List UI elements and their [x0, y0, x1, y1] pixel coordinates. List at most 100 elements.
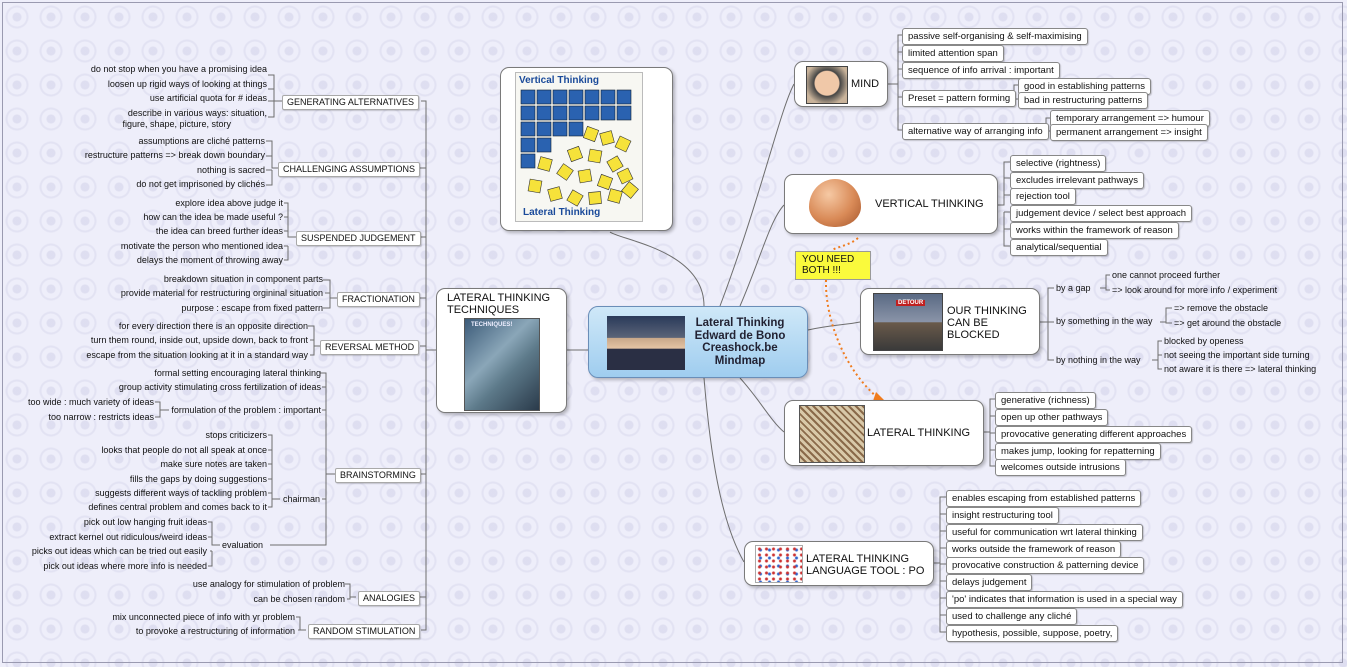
blocked-nothing-leaf-2[interactable]: not seeing the important side turning: [1164, 350, 1310, 360]
leaf-rs-1[interactable]: mix unconnected piece of info with yr pr…: [112, 612, 295, 622]
po-leaf-5[interactable]: provocative construction & patterning de…: [946, 557, 1145, 574]
leaf-ca-4[interactable]: do not get imprisoned by clichés: [136, 179, 265, 189]
leaf-bs-2[interactable]: group activity stimulating cross fertili…: [118, 382, 321, 392]
leaf-an-2[interactable]: can be chosen random: [253, 594, 345, 604]
blocked-gap-leaf-2[interactable]: => look around for more info / experimen…: [1112, 285, 1278, 295]
branch-brainstorming[interactable]: BRAINSTORMING: [335, 468, 421, 483]
blocked-gap-leaf-1[interactable]: one cannot proceed further: [1112, 270, 1221, 280]
mind-leaf-6[interactable]: bad in restructuring patterns: [1018, 92, 1149, 109]
vertical-lateral-image-node[interactable]: Vertical Thinking Lateral Thinking: [500, 67, 673, 231]
leaf-ch-1[interactable]: stops criticizers: [205, 430, 267, 440]
po-leaf-3[interactable]: useful for communication wrt lateral thi…: [946, 524, 1143, 541]
leaf-bs-4[interactable]: too wide : much variety of ideas: [27, 397, 154, 407]
sub-evaluation[interactable]: evaluation: [222, 540, 264, 550]
vertical-leaf-4[interactable]: judgement device / select best approach: [1010, 205, 1193, 222]
leaf-ch-3[interactable]: make sure notes are taken: [160, 459, 267, 469]
po-leaf-8[interactable]: used to challenge any cliché: [946, 608, 1078, 625]
branch-suspended-judgement[interactable]: SUSPENDED JUDGEMENT: [296, 231, 421, 246]
branch-reversal-method[interactable]: REVERSAL METHOD: [320, 340, 420, 355]
vertical-leaf-1[interactable]: selective (rightness): [1010, 155, 1107, 172]
you-need-both-callout[interactable]: YOU NEED BOTH !!!: [795, 251, 871, 280]
leaf-sj-5[interactable]: delays the moment of throwing away: [136, 255, 283, 265]
techniques-title-line-2: TECHNIQUES: [447, 304, 520, 316]
blocked-nothing-leaf-3[interactable]: not aware it is there => lateral thinkin…: [1164, 364, 1317, 374]
lateral-leaf-5[interactable]: welcomes outside intrusions: [995, 459, 1126, 476]
po-leaf-7[interactable]: 'po' indicates that information is used …: [946, 591, 1183, 608]
mind-node[interactable]: MIND: [794, 61, 888, 107]
mind-leaf-4[interactable]: Preset = pattern forming: [902, 90, 1017, 107]
detour-sign-label: DETOUR: [896, 300, 926, 306]
leaf-ch-6[interactable]: defines central problem and comes back t…: [88, 502, 267, 512]
leaf-rm-2[interactable]: turn them round, inside out, upside down…: [90, 335, 308, 345]
po-leaf-9[interactable]: hypothesis, possible, suppose, poetry,: [946, 625, 1119, 642]
blocked-by-nothing[interactable]: by nothing in the way: [1056, 355, 1141, 365]
leaf-ev-2[interactable]: extract kernel out ridiculous/weird idea…: [49, 532, 207, 542]
leaf-ch-4[interactable]: fills the gaps by doing suggestions: [129, 474, 267, 484]
leaf-ga-1[interactable]: do not stop when you have a promising id…: [90, 64, 267, 74]
leaf-ev-3[interactable]: picks out ideas which can be tried out e…: [31, 546, 207, 556]
callout-line-2: BOTH !!!: [802, 265, 841, 276]
po-leaf-2[interactable]: insight restructuring tool: [946, 507, 1059, 524]
branch-generating-alternatives[interactable]: GENERATING ALTERNATIVES: [282, 95, 420, 110]
leaf-ch-2[interactable]: looks that people do not all speak at on…: [101, 445, 267, 455]
branch-fractionation[interactable]: FRACTIONATION: [337, 292, 420, 307]
po-leaf-6[interactable]: delays judgement: [946, 574, 1033, 591]
leaf-sj-4[interactable]: motivate the person who mentioned idea: [120, 241, 283, 251]
leaf-bs-3[interactable]: formulation of the problem : important: [171, 405, 321, 415]
mind-leaf-9[interactable]: permanent arrangement => insight: [1050, 124, 1208, 141]
po-language-tool-node[interactable]: LATERAL THINKING LANGUAGE TOOL : PO: [744, 541, 934, 586]
blocked-something-leaf-2[interactable]: => get around the obstacle: [1174, 318, 1282, 328]
leaf-rm-3[interactable]: escape from the situation looking at it …: [86, 350, 308, 360]
vertical-leaf-2[interactable]: excludes irrelevant pathways: [1010, 172, 1144, 189]
lateral-leaf-4[interactable]: makes jump, looking for repatterning: [995, 443, 1161, 460]
branch-challenging-assumptions[interactable]: CHALLENGING ASSUMPTIONS: [278, 162, 421, 177]
vertical-leaf-5[interactable]: works within the framework of reason: [1010, 222, 1179, 239]
vertical-thinking-node[interactable]: VERTICAL THINKING: [784, 174, 998, 234]
lateral-leaf-3[interactable]: provocative generating different approac…: [995, 426, 1193, 443]
leaf-ca-2[interactable]: restructure patterns => break down bound…: [84, 150, 265, 160]
leaf-ev-1[interactable]: pick out low hanging fruit ideas: [83, 517, 207, 527]
leaf-rm-1[interactable]: for every direction there is an opposite…: [118, 321, 308, 331]
blocked-by-gap[interactable]: by a gap: [1056, 283, 1091, 293]
leaf-rs-2[interactable]: to provoke a restructuring of informatio…: [135, 626, 295, 636]
mind-leaf-1[interactable]: passive self-organising & self-maximisin…: [902, 28, 1088, 45]
leaf-ga-4[interactable]: describe in various ways: situation,: [127, 108, 267, 118]
book-cover-label: TECHNIQUES!: [471, 322, 513, 328]
mind-leaf-3[interactable]: sequence of info arrival : important: [902, 62, 1060, 79]
leaf-fr-2[interactable]: provide material for restructuring orgin…: [120, 288, 323, 298]
sub-chairman[interactable]: chairman: [283, 494, 321, 504]
branch-random-stimulation[interactable]: RANDOM STIMULATION: [308, 624, 421, 639]
leaf-bs-5[interactable]: too narrow : restricts ideas: [48, 412, 154, 422]
lateral-thinking-node[interactable]: LATERAL THINKING: [784, 400, 984, 466]
leaf-sj-1[interactable]: explore idea above judge it: [175, 198, 283, 208]
lateral-leaf-1[interactable]: generative (richness): [995, 392, 1096, 409]
po-leaf-1[interactable]: enables escaping from established patter…: [946, 490, 1142, 507]
leaf-fr-1[interactable]: breakdown situation in component parts: [163, 274, 323, 284]
leaf-ch-5[interactable]: suggests different ways of tackling prob…: [95, 488, 267, 498]
vertical-leaf-3[interactable]: rejection tool: [1010, 188, 1076, 205]
blocked-nothing-leaf-1[interactable]: blocked by openess: [1164, 336, 1244, 346]
blocked-by-something[interactable]: by something in the way: [1056, 316, 1153, 326]
lateral-thinking-techniques-node[interactable]: LATERAL THINKING TECHNIQUES TECHNIQUES!: [436, 288, 567, 413]
leaf-sj-2[interactable]: how can the idea be made useful ?: [143, 212, 283, 222]
scribble-icon: [755, 545, 803, 583]
mind-leaf-2[interactable]: limited attention span: [902, 45, 1004, 62]
leaf-ca-1[interactable]: assumptions are cliché patterns: [138, 136, 265, 146]
leaf-fr-3[interactable]: purpose : escape from fixed pattern: [181, 303, 323, 313]
leaf-sj-3[interactable]: the idea can breed further ideas: [155, 226, 283, 236]
vertical-leaf-6[interactable]: analytical/sequential: [1010, 239, 1108, 256]
leaf-ga-5[interactable]: figure, shape, picture, story: [122, 119, 231, 129]
mind-leaf-7[interactable]: alternative way of arranging info: [902, 123, 1049, 140]
lateral-leaf-2[interactable]: open up other pathways: [995, 409, 1109, 426]
leaf-ca-3[interactable]: nothing is sacred: [196, 165, 265, 175]
leaf-ga-3[interactable]: use artificial quota for # ideas: [149, 93, 267, 103]
leaf-an-1[interactable]: use analogy for stimulation of problem: [192, 579, 345, 589]
po-leaf-4[interactable]: works outside the framework of reason: [946, 541, 1122, 558]
leaf-ev-4[interactable]: pick out ideas where more info is needed: [43, 561, 207, 571]
leaf-bs-1[interactable]: formal setting encouraging lateral think…: [154, 368, 321, 378]
central-topic[interactable]: Lateral Thinking Edward de Bono Creashoc…: [588, 306, 808, 378]
branch-analogies[interactable]: ANALOGIES: [358, 591, 421, 606]
thinking-blocked-node[interactable]: DETOUR OUR THINKING CAN BE BLOCKED: [860, 288, 1040, 355]
leaf-ga-2[interactable]: loosen up rigid ways of looking at thing…: [107, 79, 267, 89]
blocked-something-leaf-1[interactable]: => remove the obstacle: [1174, 303, 1269, 313]
